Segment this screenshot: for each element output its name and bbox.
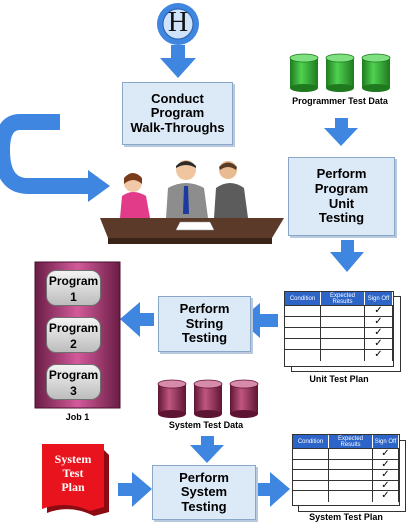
unit-test-plan-label: Unit Test Plan (309, 374, 369, 384)
system-test-plan-document-icon (42, 444, 109, 516)
check-icon: ✓ (365, 306, 393, 316)
table-row: ✓ (285, 317, 393, 328)
arrow-left-icon (120, 302, 154, 337)
table-row: ✓ (293, 480, 399, 491)
table-row: ✓ (293, 491, 399, 502)
table-row: ✓ (293, 459, 399, 470)
header-expected-results: Expected Results (321, 292, 365, 305)
programmer-test-data-label: Programmer Test Data (292, 96, 388, 106)
header-sign-off: Sign Off (373, 435, 399, 448)
check-icon: ✓ (365, 328, 393, 338)
check-icon: ✓ (373, 459, 399, 469)
check-icon: ✓ (373, 470, 399, 480)
table-row: ✓ (293, 449, 399, 460)
arrow-right-icon (118, 472, 152, 507)
program-2-item[interactable]: Program 2 (46, 317, 101, 353)
table-row: ✓ (285, 339, 393, 350)
table-row: ✓ (285, 328, 393, 339)
job-label: Job 1 (65, 412, 90, 422)
header-expected-results: Expected Results (329, 435, 373, 448)
header-condition: Condition (293, 435, 329, 448)
meeting-people-icon (100, 160, 284, 244)
programmer-test-data-icon (289, 53, 391, 92)
system-test-plan-table[interactable]: Condition Expected Results Sign Off ✓ ✓ … (292, 434, 400, 506)
arrow-right-icon (256, 472, 290, 507)
program-3-item[interactable]: Program 3 (46, 364, 101, 400)
program-1-item[interactable]: Program 1 (46, 270, 101, 306)
walkthrough-label: Conduct Program Walk-Throughs (130, 90, 225, 135)
system-test-plan-label: System Test Plan (309, 512, 383, 522)
system-test-data-label: System Test Data (168, 420, 244, 430)
system-testing-step[interactable]: Perform System Testing (152, 465, 256, 520)
check-icon: ✓ (373, 480, 399, 490)
check-icon: ✓ (365, 339, 393, 349)
unit-testing-step[interactable]: Perform Program Unit Testing (288, 157, 395, 236)
header-condition: Condition (285, 292, 321, 305)
connector-h-icon (157, 3, 199, 45)
check-icon: ✓ (365, 317, 393, 327)
check-icon: ✓ (365, 350, 393, 361)
check-icon: ✓ (373, 449, 399, 459)
table-row: ✓ (285, 350, 393, 361)
header-sign-off: Sign Off (365, 292, 393, 305)
system-test-data-icon (157, 379, 259, 418)
walkthrough-step[interactable]: Conduct Program Walk-Throughs (122, 82, 233, 145)
arrow-down-icon (160, 45, 196, 78)
check-icon: ✓ (373, 491, 399, 502)
table-row: ✓ (293, 470, 399, 481)
system-test-plan-document-label: System Test Plan (54, 452, 92, 494)
arrow-down-icon (190, 436, 224, 463)
unit-test-plan-table[interactable]: Condition Expected Results Sign Off ✓ ✓ … (284, 291, 394, 367)
string-testing-step[interactable]: Perform String Testing (158, 296, 251, 352)
arrow-down-icon (324, 118, 358, 146)
string-testing-label: Perform String Testing (179, 301, 230, 346)
u-turn-arrow-icon (0, 114, 110, 202)
connector-h-label: H (167, 7, 189, 38)
table-row: ✓ (285, 306, 393, 317)
arrow-down-icon (330, 240, 364, 272)
system-testing-label: Perform System Testing (179, 469, 229, 514)
unit-testing-label: Perform Program Unit Testing (314, 166, 369, 226)
